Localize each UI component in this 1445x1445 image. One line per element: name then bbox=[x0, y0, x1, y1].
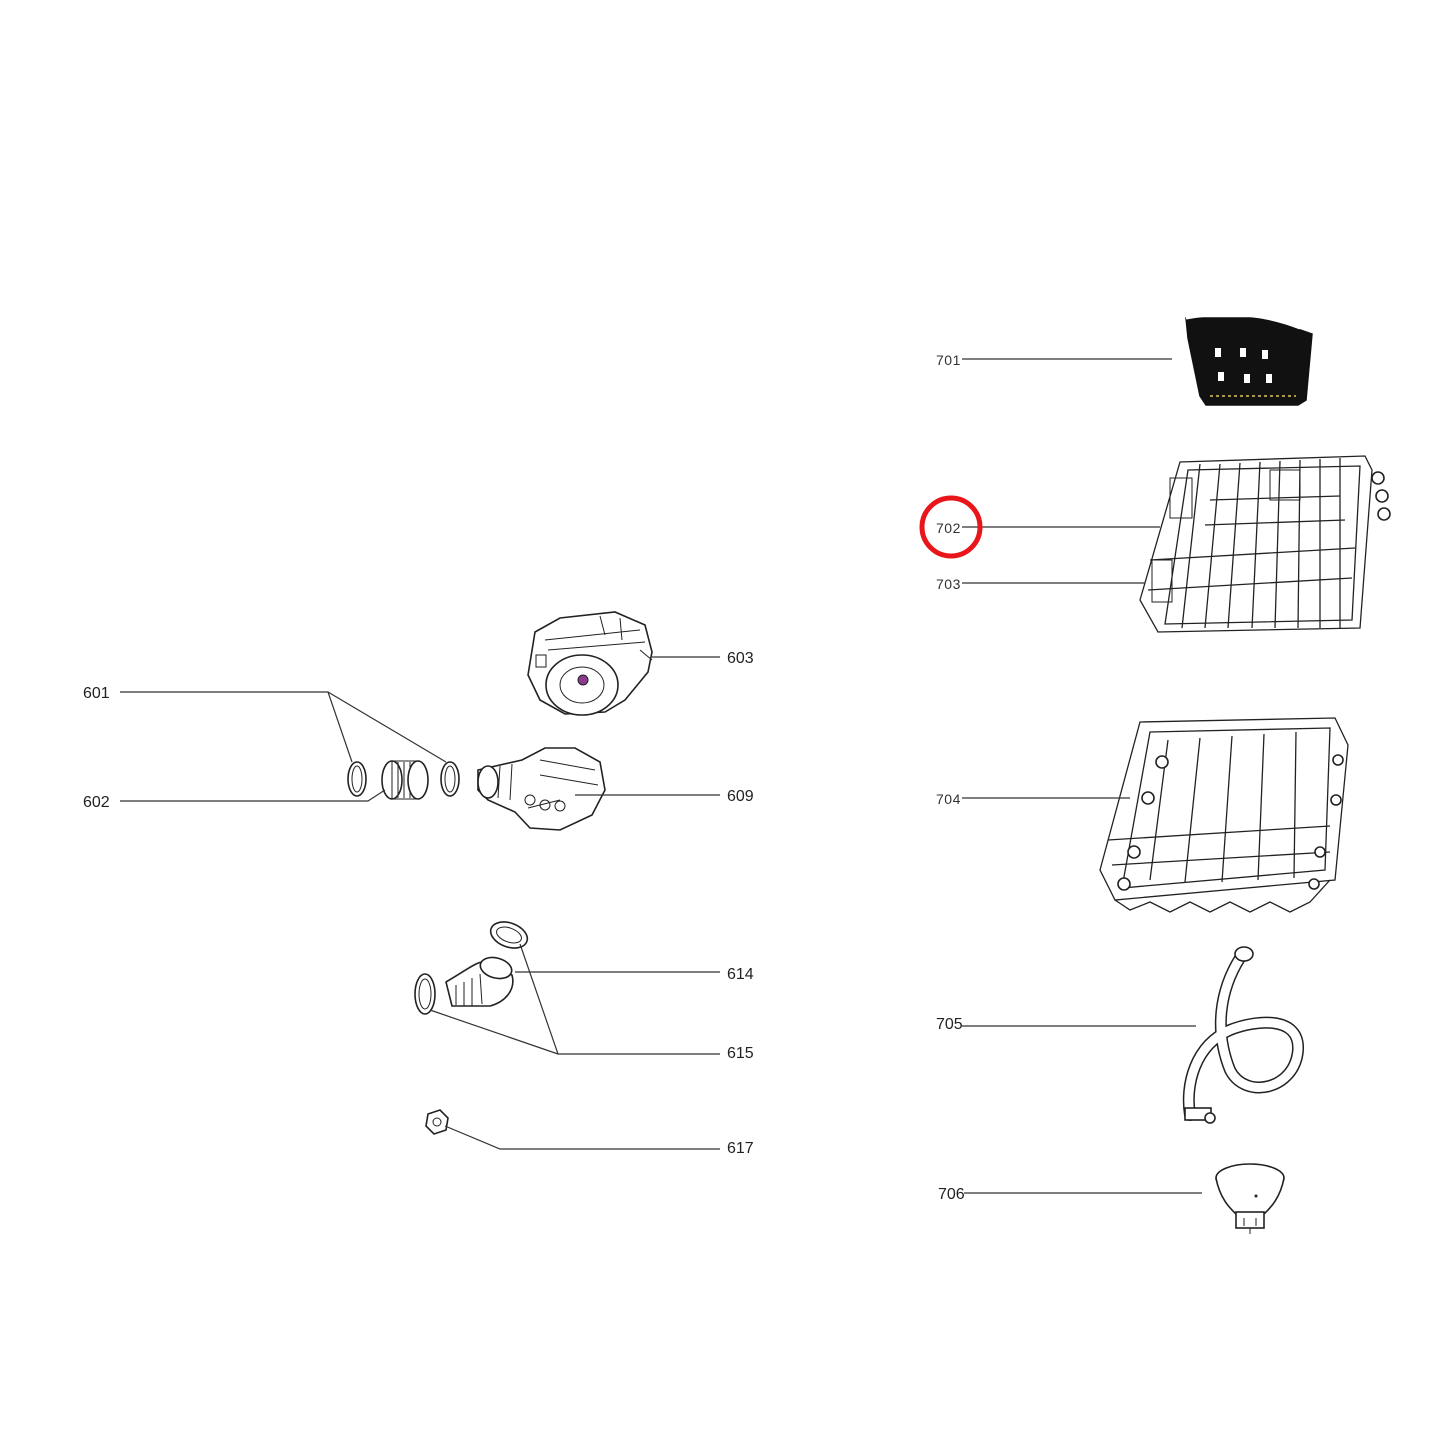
callout-706: 706 bbox=[938, 1186, 965, 1203]
callout-614: 614 bbox=[727, 966, 754, 983]
callout-602: 602 bbox=[83, 794, 110, 811]
drain-elbow-614[interactable] bbox=[414, 917, 531, 1015]
callout-703: 703 bbox=[936, 576, 961, 592]
callout-601: 601 bbox=[83, 685, 110, 702]
callout-702: 702 bbox=[936, 520, 961, 536]
nut-617[interactable] bbox=[425, 1109, 449, 1135]
bellows-602[interactable] bbox=[381, 760, 429, 800]
clamp-601-left[interactable] bbox=[347, 761, 367, 797]
callout-705: 705 bbox=[936, 1016, 963, 1033]
callout-603: 603 bbox=[727, 650, 754, 667]
lower-basket-704[interactable] bbox=[1099, 717, 1349, 913]
pump-motor-603[interactable] bbox=[527, 611, 653, 716]
highlight-circle-702 bbox=[919, 495, 983, 559]
cutlery-basket-701[interactable] bbox=[1185, 312, 1313, 406]
callout-617: 617 bbox=[727, 1140, 754, 1157]
upper-basket-702[interactable] bbox=[1139, 455, 1391, 633]
callout-704: 704 bbox=[936, 791, 961, 807]
inlet-hose-705[interactable] bbox=[1182, 946, 1304, 1124]
clamp-601-right[interactable] bbox=[440, 761, 460, 797]
callout-609: 609 bbox=[727, 788, 754, 805]
sump-heater-609[interactable] bbox=[477, 747, 606, 831]
callout-701: 701 bbox=[936, 352, 961, 368]
callout-615: 615 bbox=[727, 1045, 754, 1062]
funnel-706[interactable] bbox=[1215, 1163, 1285, 1234]
